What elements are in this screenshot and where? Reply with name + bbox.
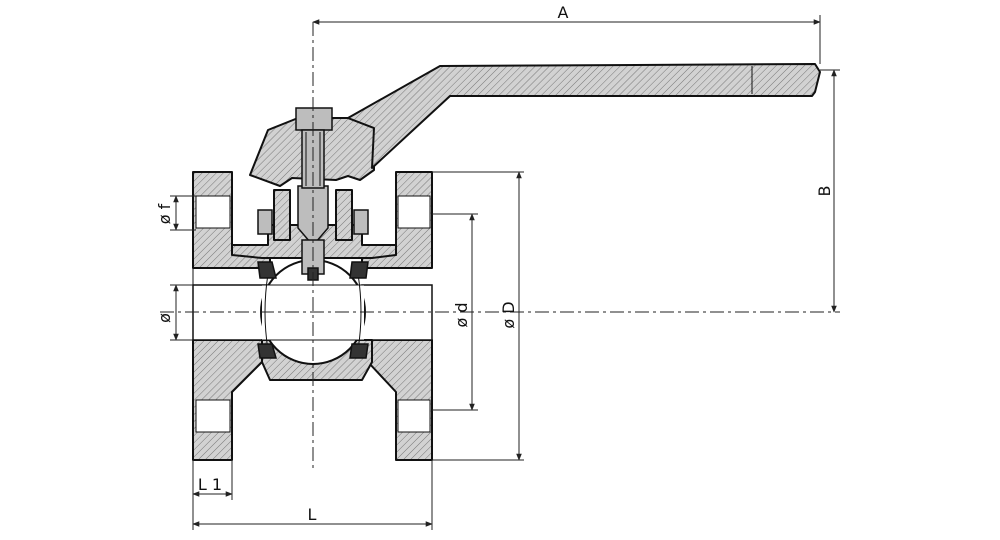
center-lines: [160, 22, 840, 470]
dim-label-B: B: [815, 186, 834, 197]
dim-label-A: A: [558, 3, 569, 22]
dim-label-phi-D: ø D: [499, 301, 518, 328]
dim-label-phi: ø: [155, 313, 174, 323]
dim-label-L1: L 1: [198, 475, 222, 494]
dim-label-L: L: [308, 505, 317, 524]
lever-handle: [249, 63, 821, 189]
right-flange: [361, 171, 433, 461]
seats: [257, 261, 369, 359]
dim-label-phi-d: ø d: [452, 302, 471, 327]
dimension-lines: [170, 15, 840, 530]
dim-label-phi-f: ø f: [155, 203, 174, 224]
